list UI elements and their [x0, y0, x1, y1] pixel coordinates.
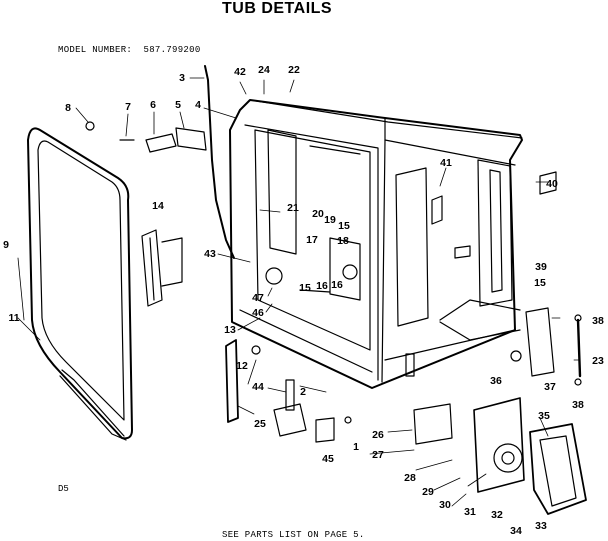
callout-1: 1	[353, 441, 359, 453]
callout-24: 24	[258, 64, 270, 76]
callout-16: 16	[316, 280, 328, 292]
callout-41: 41	[440, 157, 452, 169]
callout-35: 35	[538, 410, 550, 422]
callout-43: 43	[204, 248, 216, 260]
callout-29: 29	[422, 486, 434, 498]
callout-31: 31	[464, 506, 476, 518]
callout-12: 12	[236, 360, 248, 372]
callout-18: 18	[337, 235, 349, 247]
door-hardware	[85, 121, 207, 153]
footer-note: SEE PARTS LIST ON PAGE 5.	[222, 530, 365, 540]
callout-38: 38	[572, 399, 584, 411]
door-gasket-frame	[27, 127, 133, 441]
hinge-bracket	[141, 229, 183, 307]
callout-15: 15	[338, 220, 350, 232]
callout-46: 46	[252, 307, 264, 319]
callout-26: 26	[372, 429, 384, 441]
callout-37: 37	[544, 381, 556, 393]
callout-33: 33	[535, 520, 547, 532]
lower-right-assemblies	[413, 171, 587, 515]
callout-28: 28	[404, 472, 416, 484]
callout-22: 22	[288, 64, 300, 76]
callout-34: 34	[510, 525, 522, 537]
callout-8: 8	[65, 102, 71, 114]
lower-brackets	[225, 339, 352, 443]
callout-30: 30	[439, 499, 451, 511]
callout-38: 38	[592, 315, 604, 327]
callout-14: 14	[152, 200, 164, 212]
callout-4: 4	[195, 99, 201, 111]
callout-15: 15	[299, 282, 311, 294]
callout-21: 21	[287, 202, 299, 214]
page-title: TUB DETAILS	[222, 0, 333, 17]
model-number: 587.799200	[143, 45, 201, 55]
callout-11: 11	[8, 312, 20, 324]
callout-25: 25	[254, 418, 266, 430]
callout-9: 9	[3, 239, 9, 251]
model-label: MODEL NUMBER:	[58, 45, 133, 55]
diagram-code: D5	[58, 484, 69, 494]
callout-15: 15	[534, 277, 546, 289]
hose-tube	[204, 65, 235, 259]
callout-20: 20	[312, 208, 324, 220]
callout-2: 2	[300, 386, 306, 398]
callout-27: 27	[372, 449, 384, 461]
callout-36: 36	[490, 375, 502, 387]
callout-17: 17	[306, 234, 318, 246]
callout-19: 19	[324, 214, 336, 226]
callout-47: 47	[252, 292, 264, 304]
callout-23: 23	[592, 355, 604, 367]
callout-7: 7	[125, 101, 131, 113]
callout-42: 42	[234, 66, 246, 78]
callout-13: 13	[224, 324, 236, 336]
leader-lines	[17, 77, 581, 507]
callout-32: 32	[491, 509, 503, 521]
callout-44: 44	[252, 381, 264, 393]
tub-body	[229, 99, 523, 389]
callout-3: 3	[179, 72, 185, 84]
callout-40: 40	[546, 178, 558, 190]
callout-16: 16	[331, 279, 343, 291]
callout-6: 6	[150, 99, 156, 111]
model-number-line: MODEL NUMBER: 587.799200	[58, 45, 201, 55]
callout-45: 45	[322, 453, 334, 465]
callout-5: 5	[175, 99, 181, 111]
callout-39: 39	[535, 261, 547, 273]
